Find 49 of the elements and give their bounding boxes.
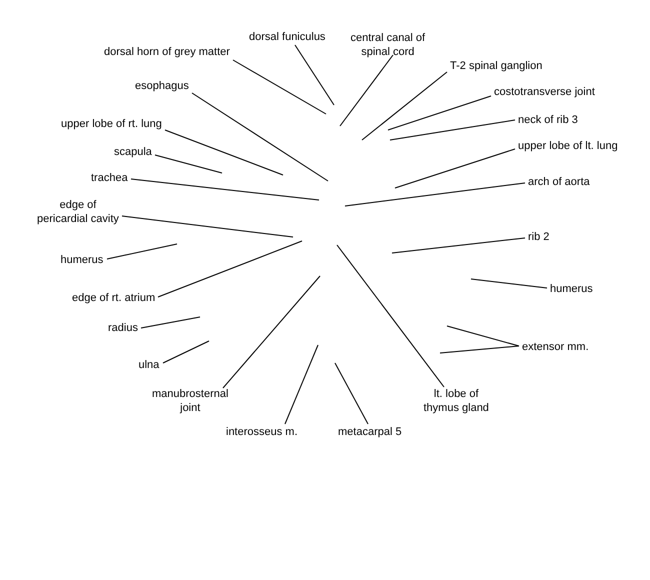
leader-line <box>232 60 326 114</box>
leader-line <box>158 240 302 298</box>
part-label: radius <box>108 321 138 335</box>
leader-line <box>294 44 334 106</box>
leader-line <box>334 362 368 424</box>
part-label: extensor mm. <box>522 340 589 354</box>
part-label: costotransverse joint <box>494 85 595 99</box>
leader-line <box>388 96 492 130</box>
leader-line <box>362 72 448 140</box>
part-label: ulna <box>138 358 160 372</box>
part-label: edge of pericardial cavity <box>37 198 119 226</box>
leader-line <box>130 178 320 200</box>
leader-line <box>164 130 284 176</box>
part-label: lt. lobe of thymus gland <box>424 387 489 415</box>
part-label: neck of rib 3 <box>518 113 578 127</box>
part-label: upper lobe of rt. lung <box>61 117 162 131</box>
leader-line <box>140 316 200 328</box>
leader-line <box>344 182 526 206</box>
leader-line <box>446 326 520 346</box>
part-label: edge of rt. atrium <box>72 291 156 305</box>
part-label: T-2 spinal ganglion <box>450 59 542 73</box>
part-label: upper lobe of lt. lung <box>518 139 618 153</box>
leader-line <box>336 244 444 388</box>
part-label: scapula <box>114 145 152 159</box>
part-label: metacarpal 5 <box>338 425 402 439</box>
leader-line <box>392 238 526 254</box>
leader-line <box>192 92 328 182</box>
part-label: dorsal funiculus <box>249 30 326 44</box>
leader-line <box>394 148 516 188</box>
leader-line <box>340 54 394 126</box>
leader-line <box>284 344 318 424</box>
leader-line <box>222 276 320 388</box>
part-label: central canal of spinal cord <box>350 31 426 59</box>
leader-line <box>390 120 516 140</box>
part-label: dorsal horn of grey matter <box>104 45 230 59</box>
part-label: esophagus <box>135 79 189 93</box>
leader-line <box>106 244 178 260</box>
part-label: humerus <box>550 282 593 296</box>
part-label: trachea <box>91 171 128 185</box>
part-label: humerus <box>60 253 104 267</box>
part-label: manubrosternal joint <box>152 387 228 415</box>
leader-line <box>122 216 294 238</box>
part-label: arch of aorta <box>528 175 590 189</box>
part-label: rib 2 <box>528 230 550 244</box>
leader-line <box>440 346 520 354</box>
leader-line <box>162 340 210 364</box>
leader-line <box>154 154 222 174</box>
part-label: interosseus m. <box>226 425 298 439</box>
leader-line <box>470 278 548 288</box>
